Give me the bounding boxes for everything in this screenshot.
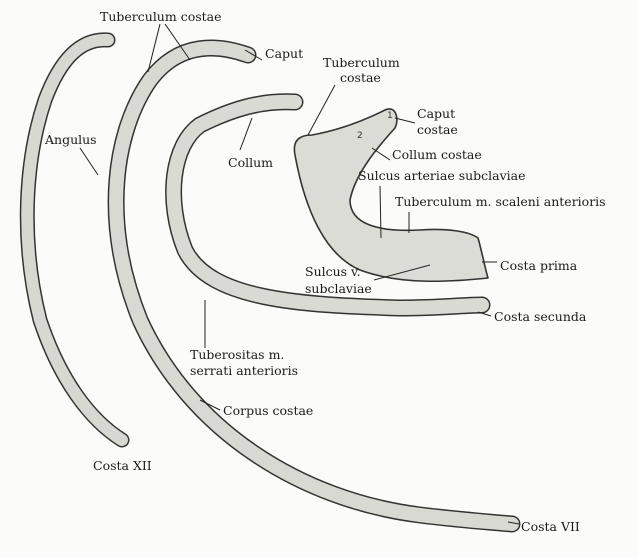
leader-lines xyxy=(79,23,520,525)
label-tuberculum-scaleni: Tuberculum m. scaleni anterioris xyxy=(395,194,606,209)
label-tuberculum-costae-1-line1: Tuberculum xyxy=(323,55,400,70)
label-sulcus-arteriae-subclaviae: Sulcus arteriae subclaviae xyxy=(358,168,526,183)
label-collum: Collum xyxy=(228,155,273,170)
label-tuberculum-costae-1-line2: costae xyxy=(340,70,381,85)
label-collum-costae: Collum costae xyxy=(392,147,482,162)
label-costa-secunda: Costa secunda xyxy=(494,309,587,324)
label-tuberculum-costae: Tuberculum costae xyxy=(100,9,222,24)
label-caput-costae-line2: costae xyxy=(417,122,458,137)
label-costa-vii: Costa VII xyxy=(521,519,580,534)
label-angulus: Angulus xyxy=(45,132,97,147)
label-tuberositas-line1: Tuberositas m. xyxy=(190,347,285,362)
marker-2: 2 xyxy=(357,131,363,141)
label-caput-costae-line1: Caput xyxy=(417,106,456,121)
label-caput: Caput xyxy=(265,46,304,61)
label-corpus-costae: Corpus costae xyxy=(223,403,314,418)
costa-prima-shape xyxy=(293,108,489,283)
label-costa-xii: Costa XII xyxy=(93,458,152,473)
marker-1: 1 xyxy=(387,111,393,121)
label-sulcus-v-line1: Sulcus v. xyxy=(305,264,361,279)
label-tuberositas-line2: serrati anterioris xyxy=(190,363,299,378)
label-sulcus-v-line2: subclaviae xyxy=(305,281,372,296)
label-costa-prima: Costa prima xyxy=(500,258,578,273)
